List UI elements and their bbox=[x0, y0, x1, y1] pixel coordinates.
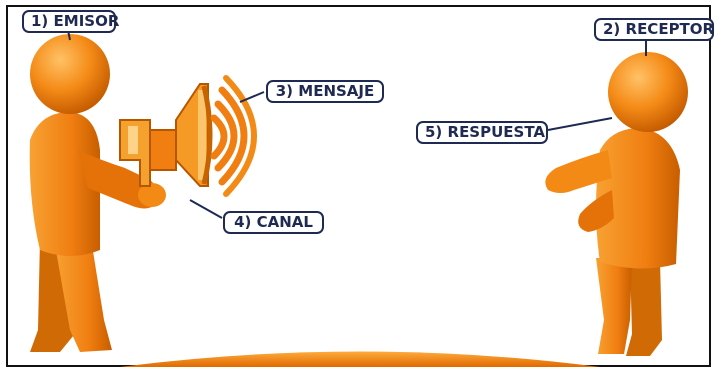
sound-waves-icon bbox=[210, 75, 257, 197]
leader-lines bbox=[67, 29, 647, 219]
label-emisor: 1) EMISOR bbox=[22, 10, 119, 33]
leader-canal bbox=[189, 199, 223, 219]
megaphone-icon bbox=[119, 83, 213, 187]
leader-mensaje bbox=[239, 91, 265, 103]
receiver-figure-icon bbox=[545, 52, 688, 356]
label-receptor: 2) RECEPTOR bbox=[594, 18, 714, 41]
label-mensaje: 3) MENSAJE bbox=[266, 80, 384, 103]
leader-respuesta bbox=[547, 117, 613, 131]
floor-arc bbox=[120, 351, 600, 367]
sender-figure-icon bbox=[29, 34, 166, 352]
label-canal: 4) CANAL bbox=[223, 211, 324, 234]
label-respuesta: 5) RESPUESTA bbox=[416, 121, 548, 144]
